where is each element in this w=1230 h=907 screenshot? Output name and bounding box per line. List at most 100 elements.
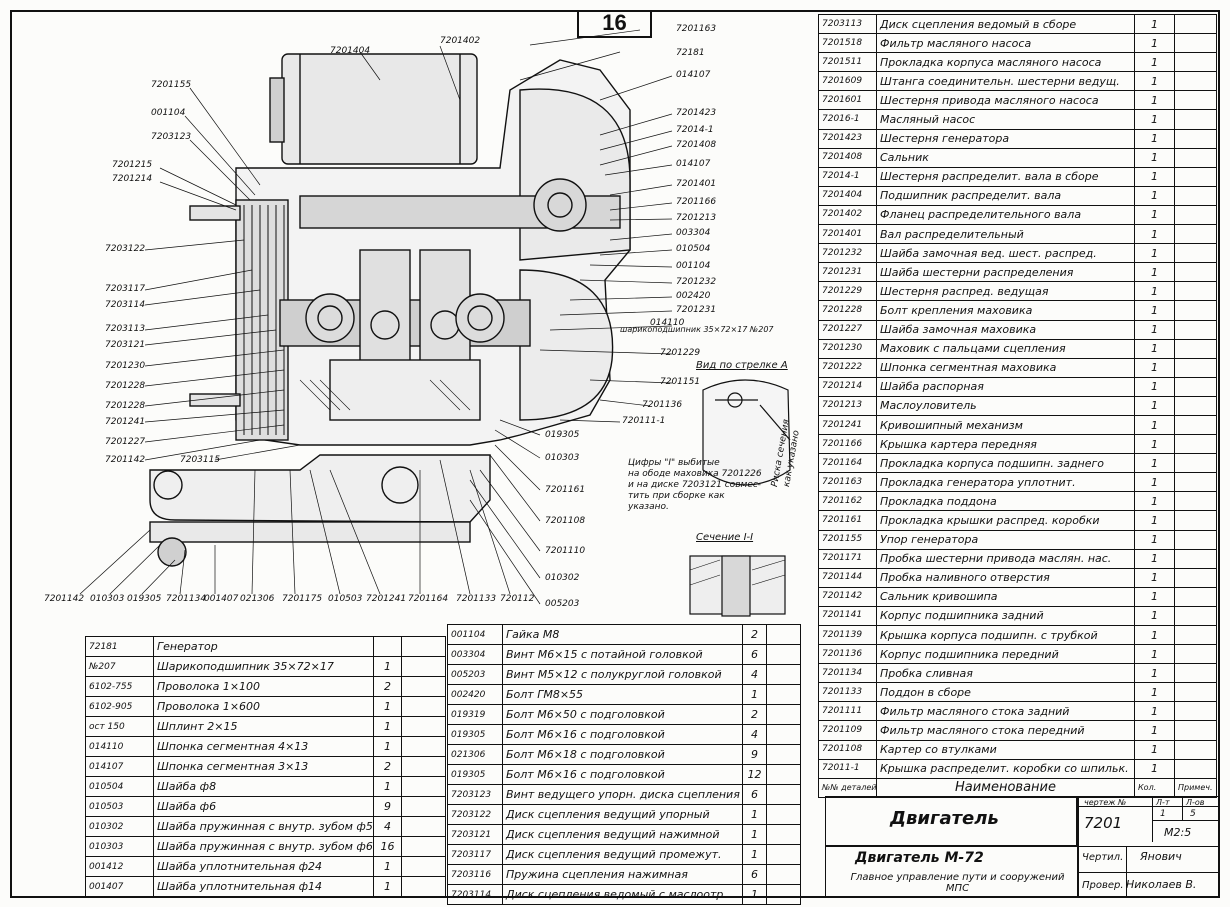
part-note [1174,605,1217,627]
part-qty: 1 [742,824,767,845]
part-code: 7201136 [818,644,877,665]
part-qty: 1 [1134,52,1175,73]
part-note [1174,319,1217,340]
callout: 7201228 [105,381,146,391]
part-qty: 4 [373,816,402,837]
part-qty: 12 [742,764,767,785]
part-code: 7201133 [818,682,877,703]
part-name: Винт М5×12 с полукруглой головкой [502,664,743,685]
part-code: 7201227 [818,319,877,340]
part-name: Диск сцепления ведущий промежут. [502,844,743,865]
part-note [401,696,446,717]
callout: 7201402 [440,36,481,46]
part-name: Болт М6×16 с подголовкой [502,724,743,745]
part-note [1174,357,1217,378]
callout: 003304 [676,228,711,238]
part-note [766,724,801,745]
callout: 72014-1 [676,125,714,135]
drawn-label: Чертил. [1082,852,1124,863]
part-note [766,624,801,645]
part-qty: 2 [742,704,767,725]
part-qty: 1 [1134,491,1175,512]
part-name: Фильтр масляного насоса [876,33,1135,54]
part-qty: 1 [1134,300,1175,321]
part-code: 010503 [85,796,154,817]
part-note [1174,682,1217,703]
part-note [1174,71,1217,92]
part-code: 72181 [85,636,154,657]
part-name: Фланец распределительного вала [876,204,1135,226]
part-code: 7201423 [818,128,877,149]
callout: 7201231 [676,305,717,315]
part-code: 7203121 [447,824,503,845]
part-note [1174,453,1217,474]
part-note [401,656,446,677]
part-note [766,824,801,845]
mark-note-line: указано. [628,502,669,512]
part-note [766,844,801,865]
part-code: 001104 [447,624,503,645]
part-code: 010303 [85,836,154,857]
checked-name: Николаев В. [1126,878,1197,891]
part-code: 7201214 [818,376,877,397]
mark-note-line: тить при сборке как [628,491,725,501]
part-note [1174,624,1217,646]
part-qty: 1 [1134,624,1175,646]
part-name: Кривошипный механизм [876,414,1135,436]
part-note [766,884,801,905]
part-code: 014107 [85,756,154,777]
part-code: 7201111 [818,701,877,722]
bearing-note: шарикоподшипник 35×72×17 №207 [620,325,774,334]
callout: 7201215 [112,160,153,170]
part-qty [373,636,402,657]
part-name: Шайба ф8 [153,776,374,797]
part-qty: 1 [1134,185,1175,206]
part-name: Фильтр масляного стока задний [876,701,1135,722]
part-note [401,876,446,897]
header-qty: Кол. [1134,777,1175,798]
part-qty: 1 [1134,71,1175,92]
part-qty: 1 [1134,720,1175,741]
part-qty: 1 [1134,434,1175,455]
part-code: 7201155 [818,529,877,550]
part-code: 7201139 [818,624,877,646]
view-label: Вид по стрелке А [696,360,788,371]
sheet-number: 16 [577,10,652,38]
part-qty: 1 [373,736,402,757]
part-name: Шпонка сегментная 4×13 [153,736,374,757]
callout: 72181 [676,48,705,58]
generator-body [281,53,478,165]
part-code: 7201228 [818,300,877,321]
header-note: Примеч. [1174,777,1217,798]
part-note [766,764,801,785]
callout: 7201164 [408,594,449,604]
part-qty: 1 [1134,128,1175,149]
part-code: 72011-1 [818,758,877,779]
callout: 7203117 [105,284,146,294]
callout: 7203121 [105,340,146,350]
part-code: 010302 [85,816,154,837]
part-name: Вал распределительный [876,224,1135,245]
part-code: 72014-1 [818,166,877,187]
sheet-col: Л-т [1156,798,1170,807]
header-code: №№ деталей [818,777,877,798]
part-qty: 1 [373,716,402,737]
